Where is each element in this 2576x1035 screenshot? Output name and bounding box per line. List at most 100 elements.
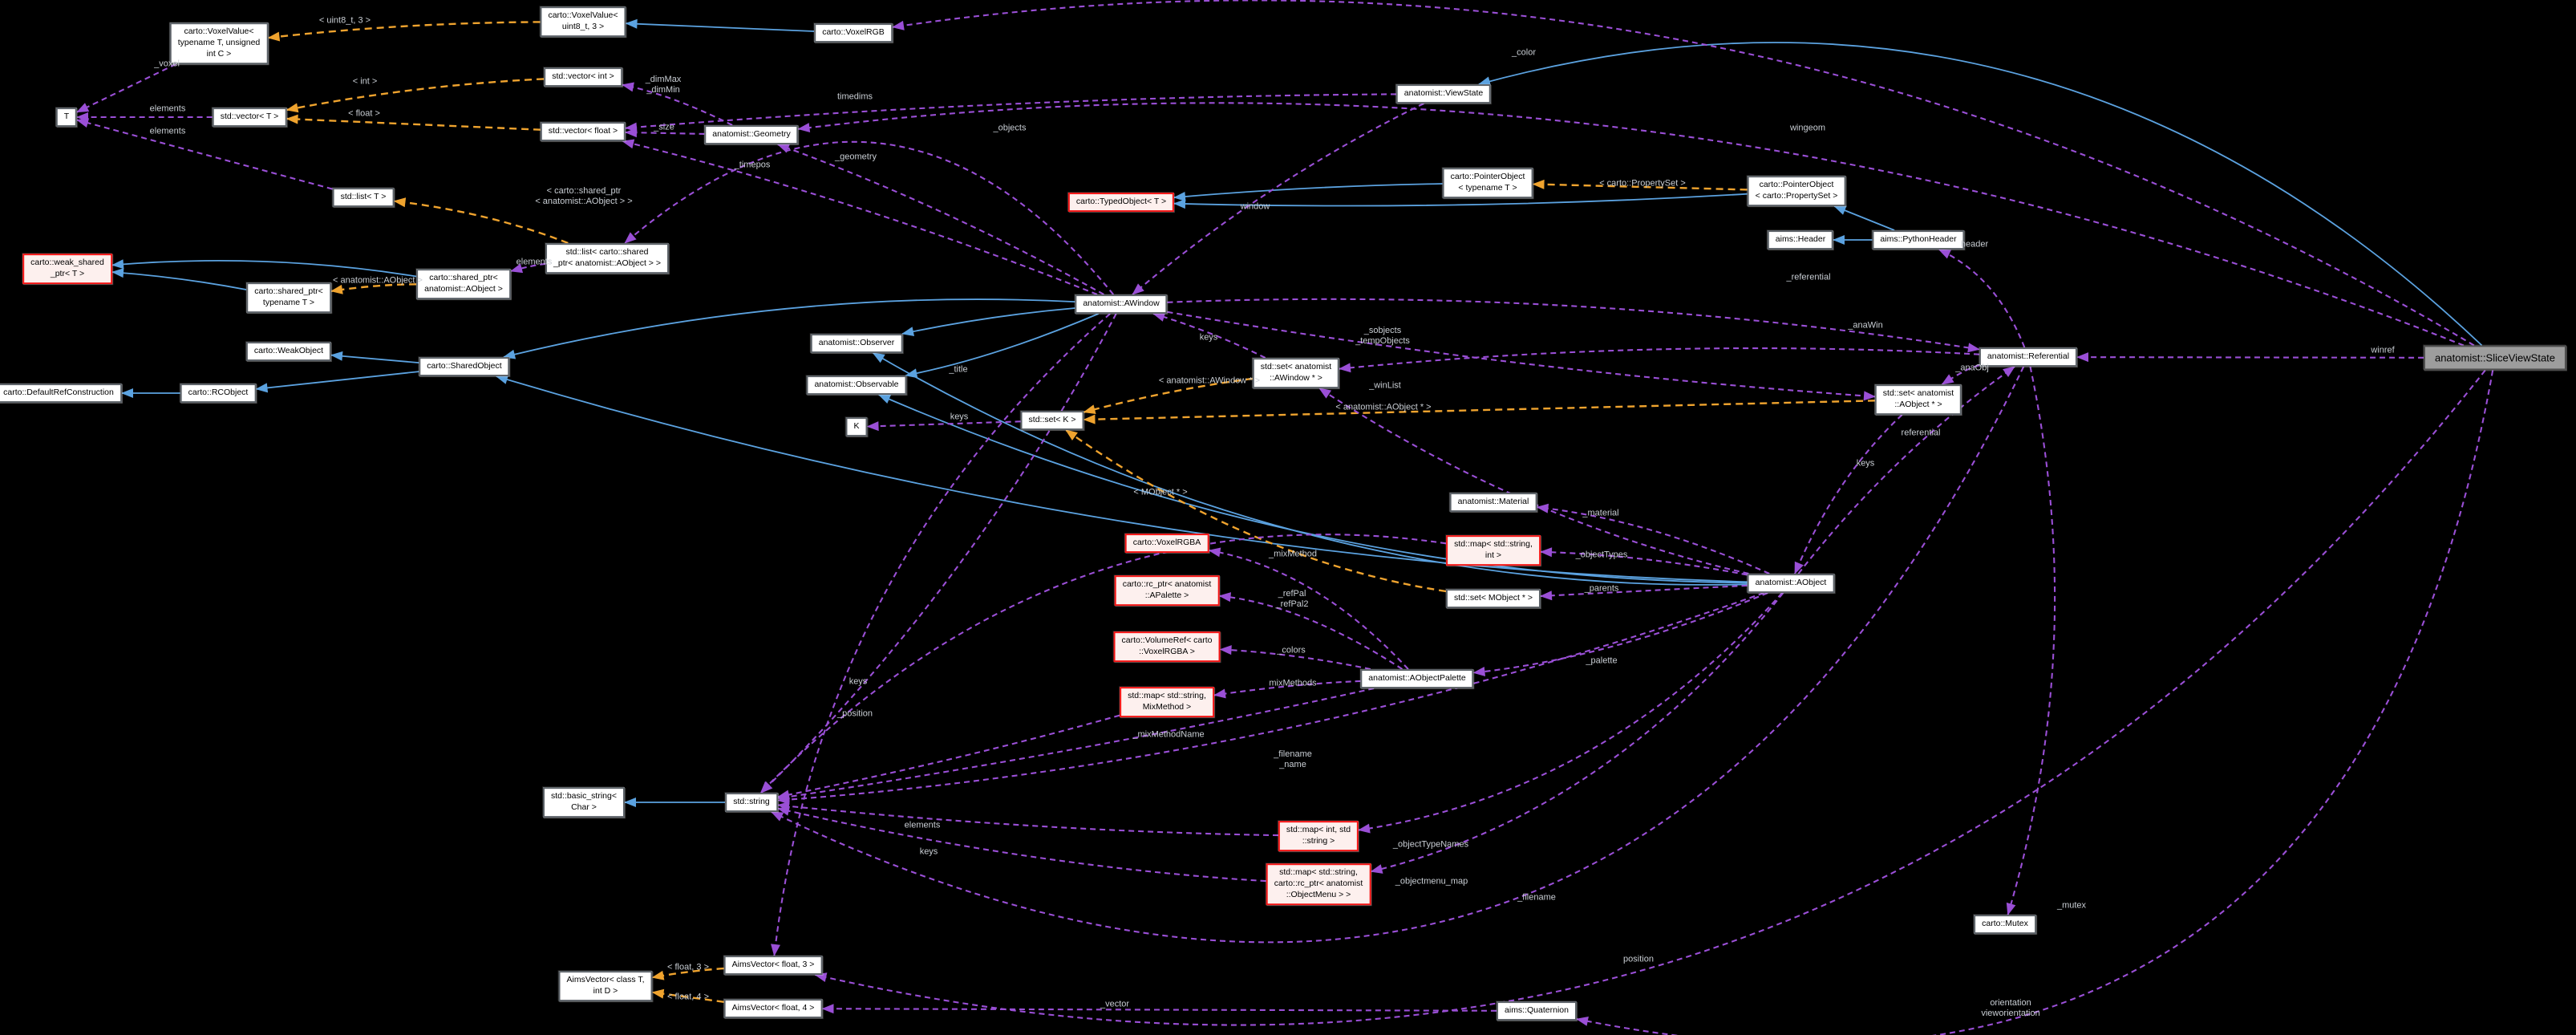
edge-map_int_string-stdstring: [777, 801, 1279, 837]
node-aobjectpalette[interactable]: anatomist::AObjectPalette: [1360, 669, 1474, 688]
node-list_shared[interactable]: std::list< carto::shared _ptr< anatomist…: [545, 243, 669, 274]
edge-set_mobject-set_k: [1065, 429, 1447, 593]
node-list_t[interactable]: std::list< T >: [332, 188, 395, 207]
node-shared_ptr_t[interactable]: carto::shared_ptr< typename T >: [246, 282, 331, 313]
node-voxelvalue_u8[interactable]: carto::VoxelValue< uint8_t, 3 >: [540, 6, 626, 37]
edge-label-aobjectpalette-rcptr_apalette: _refPal _refPal2: [1275, 588, 1309, 609]
edge-label-vector_t-t: elements: [149, 104, 186, 114]
node-aimsvector_td[interactable]: AimsVector< class T, int D >: [558, 971, 653, 1001]
node-set_aobject[interactable]: std::set< anatomist ::AObject * >: [1874, 384, 1962, 415]
node-referential[interactable]: anatomist::Referential: [1979, 347, 2078, 367]
edge-aimsvector_f3-aimsvector_td: [651, 967, 724, 980]
node-typedobject[interactable]: carto::TypedObject< T >: [1067, 193, 1175, 212]
node-vector_float[interactable]: std::vector< float >: [540, 122, 626, 141]
node-shared_ptr_aobj[interactable]: carto::shared_ptr< anatomist::AObject >: [416, 269, 511, 299]
edge-aobjectpalette-stdstring: [777, 687, 1375, 802]
node-awindow[interactable]: anatomist::AWindow: [1075, 294, 1168, 314]
node-pointerobject_ps[interactable]: carto::PointerObject < carto::PropertySe…: [1747, 176, 1846, 206]
edge-label-set_k-k: keys: [950, 412, 969, 422]
node-set_k[interactable]: std::set< K >: [1020, 411, 1084, 430]
edge-label-aobjectpalette-stdstring: _mixMethodName: [1132, 729, 1205, 740]
node-geometry[interactable]: anatomist::Geometry: [704, 125, 799, 144]
node-voxelrgba[interactable]: carto::VoxelRGBA: [1124, 534, 1209, 553]
edge-aobjectpalette-map_mixmethod: [1213, 680, 1361, 699]
edge-viewstate-awindow: [1132, 103, 1424, 295]
edge-aobject-map_string_int: [1540, 547, 1748, 576]
edge-viewstate-vector_float: [625, 93, 1397, 132]
edge-label-awindow-set_aobject: _sobjects _tempObjects: [1355, 325, 1410, 346]
edge-label-geometry-vector_float: _size: [654, 122, 674, 132]
edge-quaternion-aimsvector_f4: [821, 1004, 1497, 1014]
node-observable[interactable]: anatomist::Observable: [806, 375, 907, 395]
node-weakobject[interactable]: carto::WeakObject: [245, 342, 332, 361]
edge-label-sliceviewstate-geometry: wingeom: [1789, 123, 1826, 133]
edge-sliceviewstate-viewstate: [1478, 42, 2483, 347]
node-map_mixmethod[interactable]: std::map< std::string, MixMethod >: [1120, 687, 1214, 717]
edge-set_aobject-set_k: [1083, 400, 1876, 424]
edge-label-set_aobject-set_k: < anatomist::AObject * >: [1335, 402, 1432, 412]
edge-label-set_awindow-set_k: < anatomist::AWindow * >: [1158, 375, 1261, 386]
node-map_int_string[interactable]: std::map< int, std ::string >: [1278, 821, 1359, 851]
node-voxelvalue_t[interactable]: carto::VoxelValue< typename T, unsigned …: [169, 22, 269, 64]
edge-map_string_int-stdstring: [759, 534, 1447, 794]
node-weak_shared[interactable]: carto::weak_shared _ptr< T >: [22, 254, 112, 284]
node-aims_header[interactable]: aims::Header: [1767, 230, 1834, 250]
node-python_header[interactable]: aims::PythonHeader: [1872, 230, 1965, 250]
node-sharedobject[interactable]: carto::SharedObject: [419, 357, 510, 376]
edge-awindow-list_shared: [624, 140, 1115, 295]
edge-label-aobject-map_objectmenu: _objectmenu_map: [1395, 876, 1468, 887]
node-basic_string[interactable]: std::basic_string< Char >: [542, 787, 626, 818]
node-vector_int[interactable]: std::vector< int >: [544, 67, 622, 87]
edge-label-geometry-vector_int: _dimMax _dimMin: [645, 74, 682, 95]
node-viewstate[interactable]: anatomist::ViewState: [1395, 84, 1492, 104]
node-defaultref[interactable]: carto::DefaultRefConstruction: [0, 384, 122, 403]
edge-label-sliceviewstate-aimsvector_f3: position: [1623, 954, 1654, 964]
node-stdstring[interactable]: std::string: [725, 793, 778, 812]
node-sliceviewstate[interactable]: anatomist::SliceViewState: [2423, 345, 2567, 371]
node-rcptr_apalette[interactable]: carto::rc_ptr< anatomist ::APalette >: [1114, 575, 1220, 606]
edge-list_t-t: [76, 118, 333, 190]
edge-awindow-set_aobject: [1167, 310, 1876, 401]
edge-label-viewstate-vector_float: timedims: [836, 91, 873, 102]
node-set_awindow[interactable]: std::set< anatomist ::AWindow * >: [1252, 358, 1340, 388]
edge-sharedobject-rcobject: [255, 371, 419, 393]
node-map_objectmenu[interactable]: std::map< std::string, carto::rc_ptr< an…: [1266, 863, 1371, 905]
node-aimsvector_f3[interactable]: AimsVector< float, 3 >: [723, 956, 823, 975]
node-set_mobject[interactable]: std::set< MObject * >: [1445, 589, 1541, 608]
edge-label-aimsvector_f4-aimsvector_td: < float, 4 >: [667, 992, 709, 1002]
edge-label-aobject-aobjectpalette: _palette: [1586, 656, 1618, 666]
edge-label-set_mobject-set_k: < MObject * >: [1133, 487, 1188, 497]
edge-sliceviewstate-quaternion: [1576, 370, 2494, 1035]
node-material[interactable]: anatomist::Material: [1449, 493, 1537, 512]
edge-list_shared-shared_ptr_aobj: [510, 262, 546, 274]
node-map_string_int[interactable]: std::map< std::string, int >: [1446, 535, 1541, 566]
edge-list_shared-list_t: [393, 197, 569, 245]
node-t[interactable]: T: [55, 108, 78, 127]
node-voxelrgb[interactable]: carto::VoxelRGB: [814, 23, 893, 43]
edge-set_k-k: [866, 420, 1021, 432]
edge-awindow-geometry: [776, 144, 1104, 295]
edge-aobject-set_mobject: [1540, 584, 1748, 601]
edge-label-quaternion-aimsvector_f4: _vector: [1100, 999, 1130, 1009]
edge-vector_float-vector_t: [286, 114, 541, 131]
edge-label-awindow-referential: _referential: [1786, 272, 1831, 282]
node-volumeref[interactable]: carto::VolumeRef< carto ::VoxelRGBA >: [1113, 631, 1221, 662]
edge-label-aobject-referential: referential: [1901, 428, 1941, 438]
node-aimsvector_f4[interactable]: AimsVector< float, 4 >: [723, 999, 823, 1018]
node-pointerobject_t[interactable]: carto::PointerObject < typename T >: [1442, 168, 1533, 198]
edge-label-viewstate-awindow: window: [1240, 201, 1270, 212]
node-observer[interactable]: anatomist::Observer: [810, 334, 903, 353]
edge-geometry-vector_float: [625, 128, 705, 138]
node-vector_t[interactable]: std::vector< T >: [212, 108, 287, 127]
node-mutex[interactable]: carto::Mutex: [1974, 915, 2036, 934]
node-quaternion[interactable]: aims::Quaternion: [1497, 1001, 1577, 1021]
edge-label-vector_float-vector_t: < float >: [348, 108, 380, 119]
edge-aobjectpalette-rcptr_apalette: [1218, 592, 1403, 670]
edge-label-aobject-map_int_string: _objectTypeNames: [1392, 839, 1469, 850]
edge-label-list_shared-list_t: < carto::shared_ptr < anatomist::AObject…: [535, 185, 633, 206]
node-k[interactable]: K: [845, 417, 868, 436]
node-aobject[interactable]: anatomist::AObject: [1747, 574, 1835, 593]
node-rcobject[interactable]: carto::RCObject: [180, 384, 257, 403]
edge-referential-python_header: [1938, 249, 2026, 348]
